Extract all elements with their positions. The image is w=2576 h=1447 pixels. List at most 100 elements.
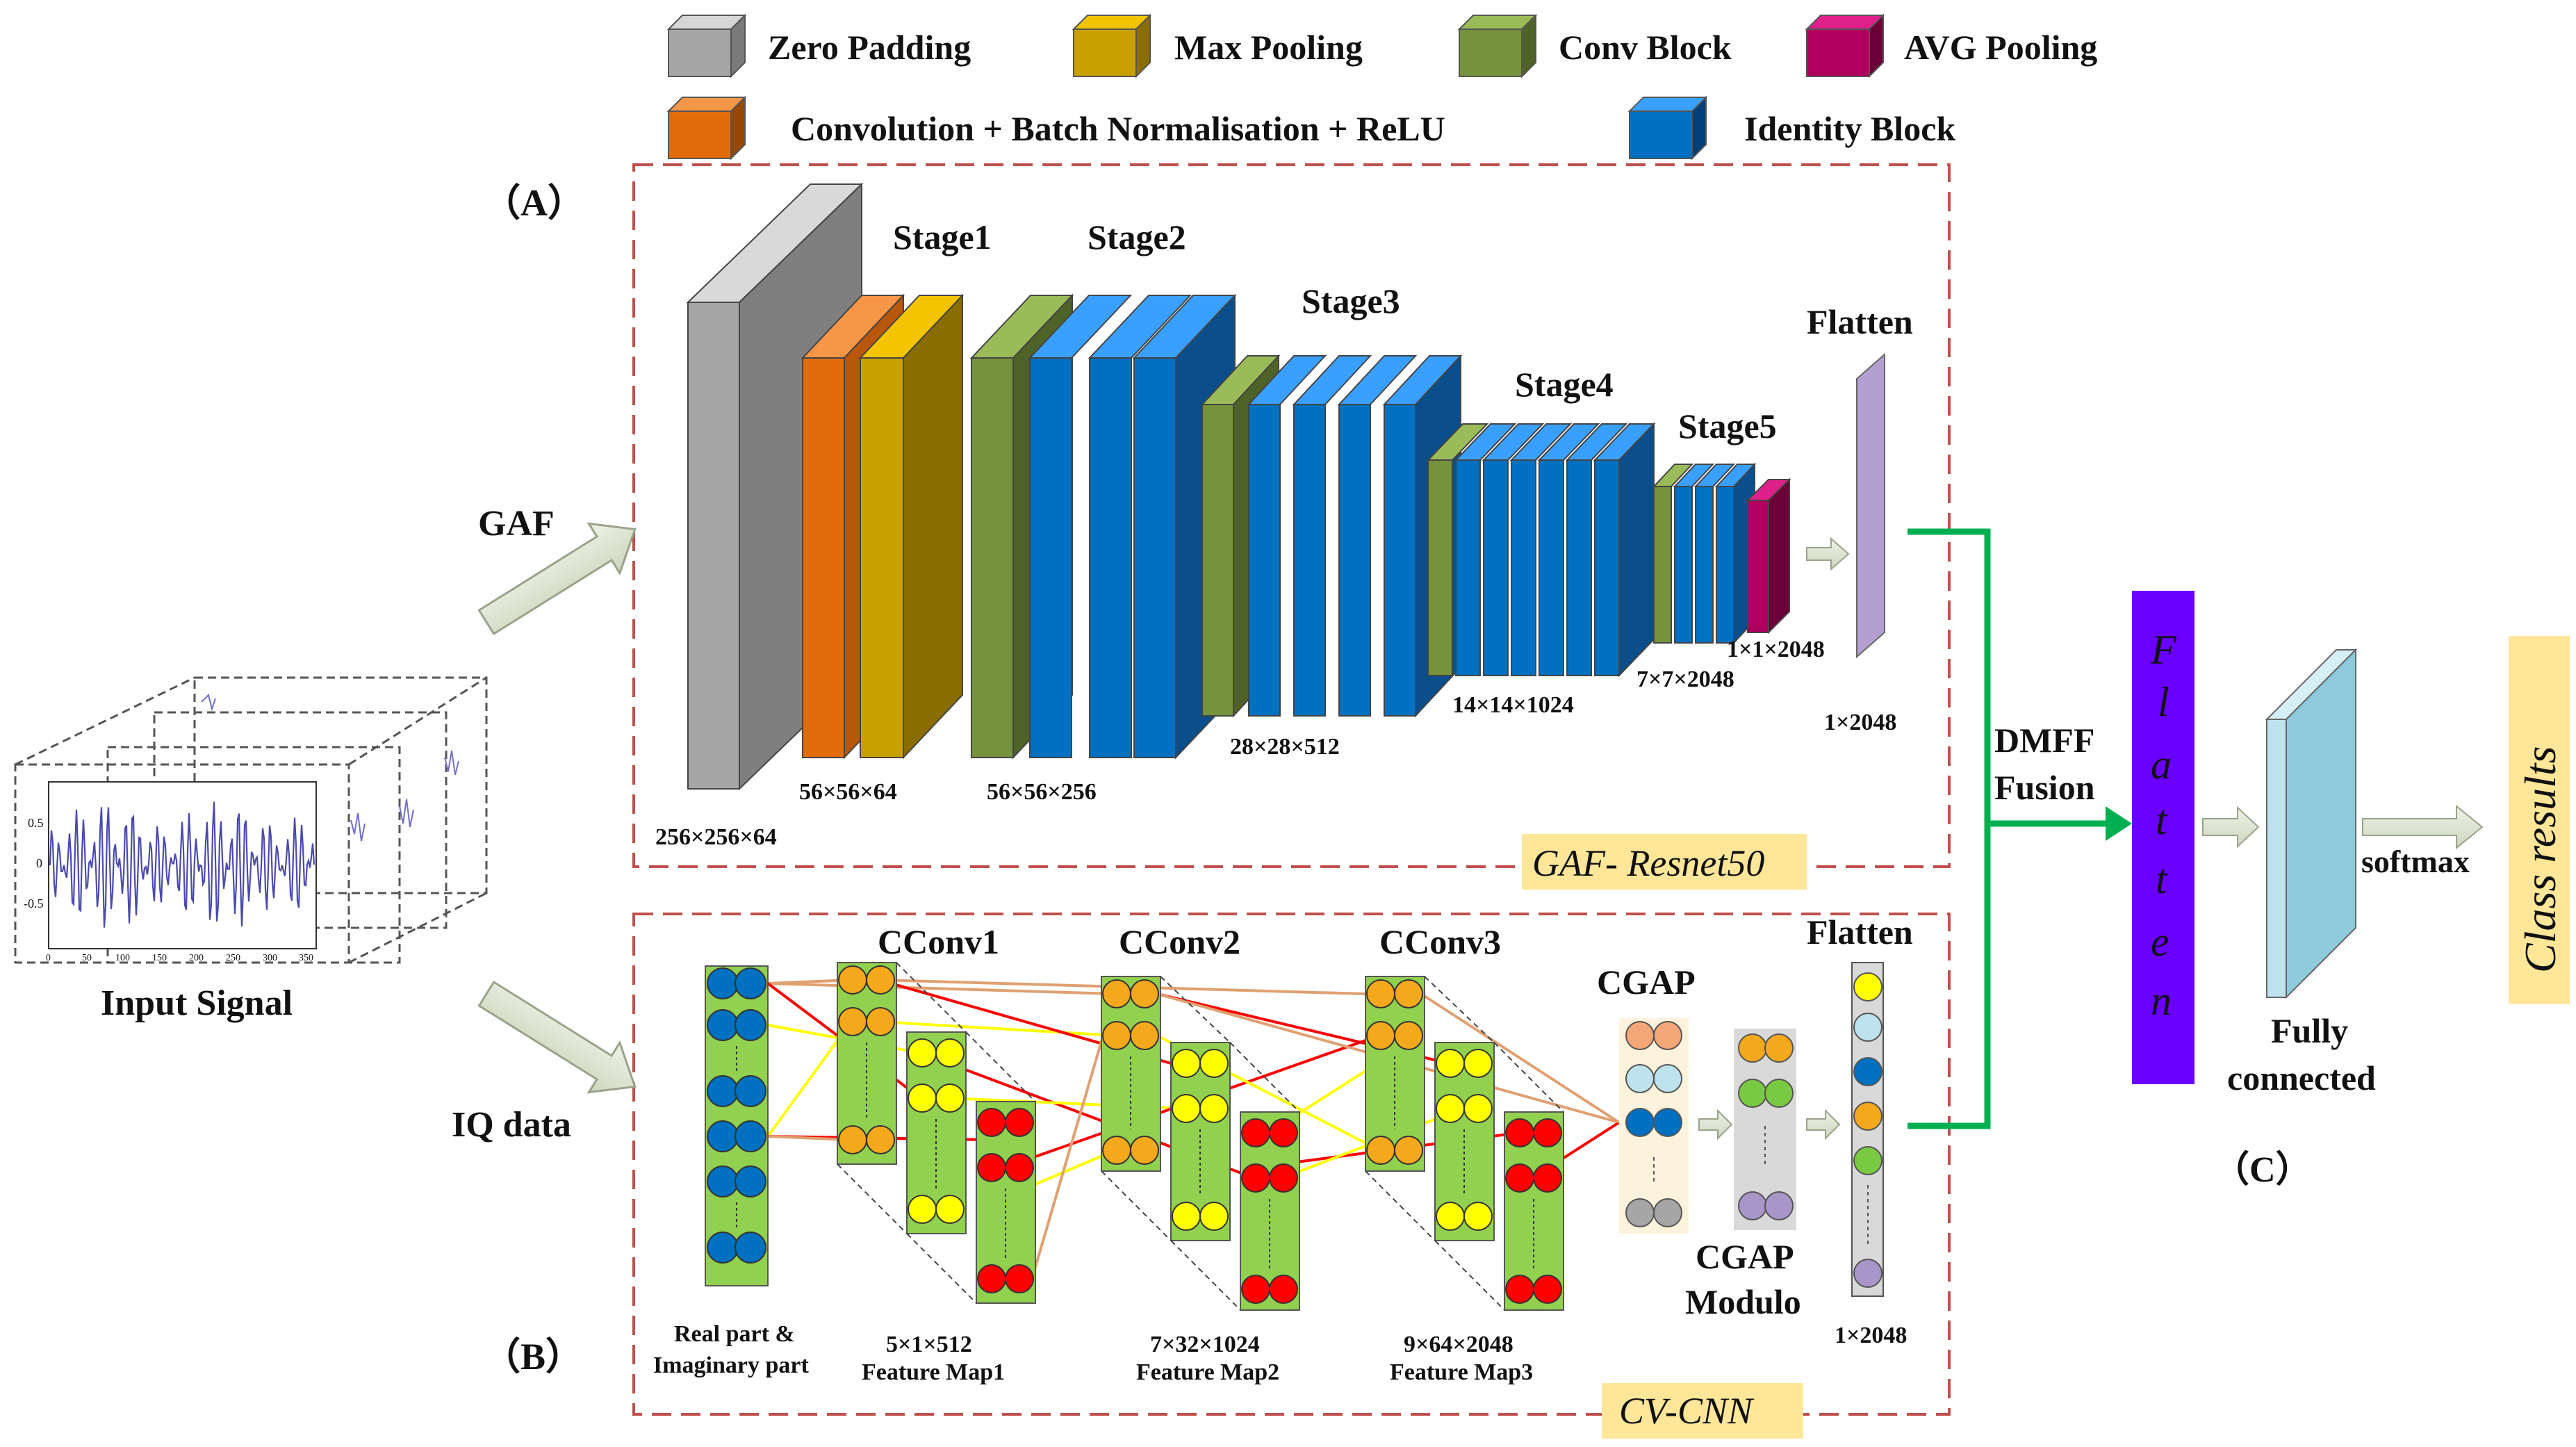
legend-max-pooling: Max Pooling	[1072, 13, 1363, 79]
cconv3-label: CConv3	[1379, 922, 1501, 961]
panel-c-label: （C）	[2213, 1150, 2312, 1190]
fully-connected-block	[2265, 648, 2358, 999]
avg-pooling-block	[1746, 477, 1791, 635]
cgap-arrow-1	[1698, 1109, 1733, 1141]
to-fc-arrow	[2202, 806, 2260, 849]
panel-a-border	[632, 163, 1951, 868]
legend-zero-padding-label: Zero Padding	[768, 28, 971, 67]
cv-cnn-box	[1602, 1383, 1803, 1439]
flatten-b-column	[1851, 962, 1884, 1297]
flatten-c-bar	[2132, 591, 2194, 1084]
signal-xtick-5: 250	[226, 953, 240, 963]
dim-flatten-a: 1×2048	[1824, 710, 1896, 735]
flatten-b-dim: 1×2048	[1835, 1323, 1907, 1348]
real-imag-label-2: Imaginary part	[653, 1352, 810, 1378]
iq-input-column	[705, 965, 769, 1286]
dmff-label-1: DMFF	[1994, 721, 2094, 760]
iq-data-label: IQ data	[452, 1105, 571, 1145]
stage5-label: Stage5	[1678, 407, 1777, 445]
softmax-arrow	[2362, 804, 2484, 850]
legend-conv-bn-relu: Convolution + Batch Normalisation + ReLU	[666, 95, 1445, 161]
flatten-c-letter-1: l	[2158, 679, 2169, 725]
cgap-column	[1619, 1018, 1689, 1234]
cconv1-label: CConv1	[878, 922, 999, 961]
legend-avg-pooling-label: AVG Pooling	[1904, 28, 2097, 67]
panel-a: （A） GAF	[477, 163, 1951, 890]
input-signal: 0.5 0 -0.5 0 50 100 150 200 250 300 350 …	[14, 676, 488, 1023]
stage1-label: Stage1	[893, 218, 992, 256]
fusion-line-b	[1908, 824, 1991, 1129]
signal-xtick-4: 200	[189, 953, 204, 963]
cconv2-label: CConv2	[1119, 922, 1240, 961]
cv-cnn-label: CV-CNN	[1619, 1390, 1755, 1432]
dim-avg-pool: 1×1×2048	[1727, 637, 1825, 662]
flatten-a-label: Flatten	[1807, 302, 1913, 341]
dim-stage4: 14×14×1024	[1452, 692, 1574, 718]
stage2-label: Stage2	[1088, 218, 1186, 256]
signal-ytick-1: 0.5	[28, 816, 44, 830]
fusion-line-a	[1908, 528, 2106, 827]
class-results-box	[2509, 636, 2570, 1004]
cgap-label: CGAP	[1597, 963, 1696, 1002]
legend-avg-pooling: AVG Pooling	[1805, 13, 2097, 79]
panel-c: DMFF Fusion F l a t t e n Fully connecte…	[1908, 528, 2570, 1190]
cgap-modulo-column	[1734, 1029, 1796, 1230]
gaf-label: GAF	[478, 504, 555, 543]
legend-identity-block: Identity Block	[1627, 95, 1955, 161]
flatten-c-letter-4: t	[2156, 856, 2168, 902]
fm3-label: Feature Map3	[1390, 1359, 1533, 1385]
signal-xtick-7: 350	[299, 953, 313, 963]
gaf-arrow	[477, 522, 637, 636]
stage2-blocks	[969, 293, 1237, 760]
stage4-label: Stage4	[1515, 365, 1614, 404]
fusion-arrowhead	[2106, 806, 2132, 841]
panel-b: （B） IQ data	[452, 913, 1951, 1439]
gaf-resnet50-label: GAF- Resnet50	[1532, 842, 1764, 884]
flatten-a-layer	[1856, 352, 1885, 659]
dim-stage1: 56×56×64	[799, 779, 897, 805]
signal-ytick-2: 0	[36, 856, 42, 870]
gaf-resnet50-box	[1522, 834, 1807, 890]
signal-xtick-3: 150	[152, 953, 167, 963]
cgap-arrow-2	[1806, 1109, 1841, 1141]
cgap-modulo-label-1: CGAP	[1696, 1237, 1794, 1276]
stage3-label: Stage3	[1302, 281, 1400, 320]
signal-xtick-2: 100	[115, 953, 130, 963]
legend-conv-bn-relu-label: Convolution + Batch Normalisation + ReLU	[791, 109, 1445, 148]
iq-arrow	[477, 980, 637, 1094]
panel-a-label: （A）	[483, 182, 585, 224]
fm1-dim: 5×1×512	[886, 1332, 972, 1357]
to-flatten-arrow-a	[1806, 537, 1850, 571]
flatten-c-letter-5: e	[2151, 919, 2169, 965]
signal-ytick-3: -0.5	[24, 897, 44, 910]
panel-b-border	[632, 913, 1951, 1416]
legend-zero-padding: Zero Padding	[666, 13, 971, 79]
legend-max-pooling-label: Max Pooling	[1174, 28, 1363, 67]
signal-waveform	[49, 801, 315, 928]
cgap-modulo-label-2: Modulo	[1685, 1282, 1801, 1321]
input-signal-label: Input Signal	[101, 983, 293, 1023]
signal-xtick-1: 50	[82, 953, 92, 963]
fm2-label: Feature Map2	[1136, 1359, 1279, 1385]
dim-stage3: 28×28×512	[1230, 734, 1340, 760]
stage4-blocks	[1426, 422, 1656, 678]
dim-stage2: 56×56×256	[987, 779, 1097, 805]
feature-maps	[837, 962, 1564, 1311]
flatten-c-letter-6: n	[2151, 978, 2172, 1024]
fm1-label: Feature Map1	[862, 1359, 1005, 1385]
fc-label-1: Fully	[2271, 1011, 2348, 1050]
flatten-b-label: Flatten	[1807, 913, 1913, 951]
dim-zero-padding: 256×256×64	[655, 824, 777, 850]
flatten-c-letter-2: a	[2151, 742, 2172, 787]
stage1-blocks	[801, 293, 965, 760]
fm3-dim: 9×64×2048	[1404, 1332, 1513, 1357]
legend-conv-block-label: Conv Block	[1559, 28, 1732, 67]
legend-conv-block: Conv Block	[1457, 13, 1732, 79]
softmax-label: softmax	[2361, 844, 2470, 879]
fc-label-2: connected	[2227, 1058, 2376, 1097]
flatten-c-letter-3: t	[2156, 797, 2168, 843]
fm2-dim: 7×32×1024	[1150, 1332, 1260, 1357]
flatten-c-letter-0: F	[2150, 627, 2177, 673]
stage5-blocks	[1652, 462, 1757, 645]
